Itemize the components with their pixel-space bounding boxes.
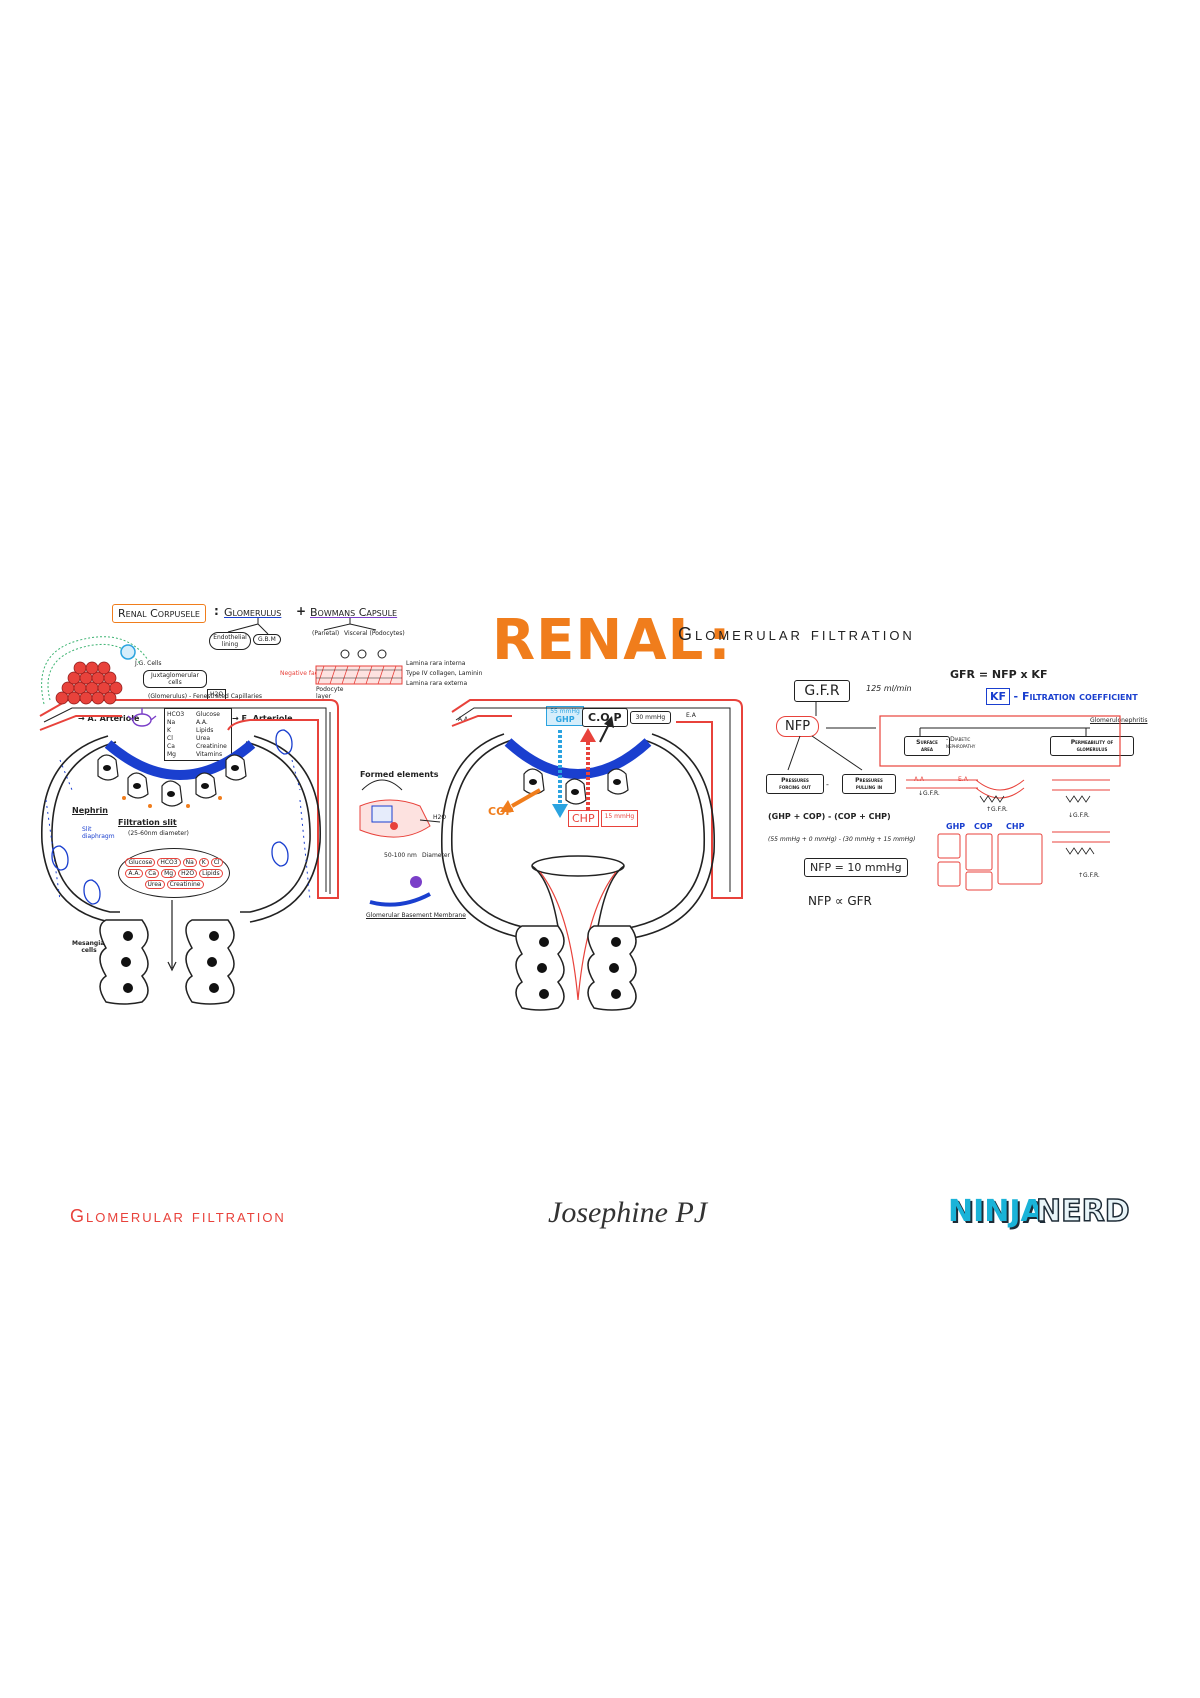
up-gfr-2: ↑G.F.R. [1078, 872, 1100, 879]
bowmans-label: Bowmans Capsule [310, 606, 398, 619]
jg-cells-label: J.G. Cells [135, 660, 162, 667]
endothelial-label: Endothelial [340, 668, 391, 677]
filtration-slit-label: Filtration slit [118, 818, 177, 827]
podocyte-nuclei-left [103, 765, 239, 797]
podocytes-mid [523, 768, 629, 805]
filtrate-oval: Glucose HCO3 Na K Cl A.A. Ca Mg H2O Lipi… [118, 848, 230, 898]
size-label: 50-100 nm [384, 852, 417, 859]
ghp-col-label: GHP [946, 822, 966, 831]
signature: Josephine PJ [548, 1196, 708, 1229]
up-gfr-1: ↑G.F.R. [986, 806, 1008, 813]
right-ea-1: E.A [958, 776, 968, 783]
logo-nerd: NERD [1035, 1193, 1130, 1230]
page-title: RENAL: [492, 608, 732, 673]
nephrin-label: Nephrin [72, 806, 108, 815]
mid-ea-label: E.A [686, 712, 696, 719]
down-gfr-1: ↓G.F.R. [918, 790, 940, 797]
chp-label: CHP 15 mmHg [568, 810, 639, 827]
juxtaglomerular-label: Juxtaglomerular cells [143, 670, 207, 688]
tubule-cells-mid [515, 925, 637, 1011]
header-colon: : [214, 604, 219, 618]
glom-sub-endothelial: Endothelial lining [209, 632, 251, 650]
page-subtitle: Glomerular filtration [678, 624, 915, 644]
pressure-mini-boxes [937, 833, 1043, 891]
jg-cell-halo [41, 636, 149, 705]
plus-sign: + [296, 604, 307, 618]
forcing-out-box: Pressures forcing out [766, 774, 824, 794]
formed-elements-inset [359, 779, 441, 838]
cop-col-label: COP [974, 822, 993, 831]
bowman-funnel [531, 855, 625, 941]
tubule-cells-left [99, 919, 235, 1005]
surface-area-box: Surface area [904, 736, 950, 756]
tubule-nuclei-mid [537, 937, 621, 999]
pulling-in-box: Pressures pulling in [842, 774, 896, 794]
nfp-box: NFP [776, 716, 820, 737]
e-arteriole-label: → E. Arteriole [232, 714, 293, 723]
renal-corpuscle-label: Renal Corpusele [112, 604, 206, 623]
gfr-value: 125 ml/min [866, 684, 912, 693]
podocyte-layer-label: Podocyte layer [316, 686, 344, 700]
gfr-formula: GFR = NFP x KF [950, 668, 1048, 681]
permeability-box: Permeability of glomerulus [1050, 736, 1134, 756]
gbm-inset [369, 892, 431, 907]
podocyte-nuclei-mid [529, 779, 621, 795]
nfp-result: NFP = 10 mmHg [804, 858, 908, 877]
podocyte-spikes [979, 795, 1095, 855]
footer-title: Glomerular filtration [70, 1206, 286, 1226]
gfr-box: G.F.R [794, 680, 850, 702]
diabetic-label: - Diabetic nephropathy [946, 736, 976, 750]
slit-diaphragm-label: Slit diaphragm [82, 826, 115, 840]
lamina-interna-label: Lamina rara interna [406, 660, 466, 667]
mid-vessel-inner [455, 707, 731, 892]
ghp-label: 55 mmHg GHP [546, 706, 584, 726]
cop-label: C.O.P 30 mmHg [582, 708, 672, 727]
cop-arrow [511, 788, 541, 808]
bowman-sub-visceral: Visceral (Podocytes) [344, 630, 405, 637]
mid-vessels [451, 699, 743, 899]
tubule-nuclei-left [121, 931, 219, 993]
gbm-label: Glomerular Basement Membrane [366, 912, 466, 919]
glomerulonephritis-label: Glomerulonephritis [1090, 717, 1148, 724]
kf-label: KF - Filtration coefficient [986, 688, 1138, 705]
nfp-equation-1: (GHP + COP) - (COP + CHP) [768, 812, 891, 821]
endothelial-inset [315, 649, 403, 685]
lamina-collagen-label: Type IV collagen, Laminin [406, 670, 483, 677]
glomerulus-label: Glomerulus [224, 606, 282, 619]
bowman-capsule-mid [440, 733, 716, 941]
fenestrated-label: (Glomerulus) - Fenestrated Capillaries [148, 693, 263, 700]
a-arteriole-label: → A. Arteriole [78, 714, 140, 723]
nfp-equation-2: (55 mmHg + 0 mmHg) - (30 mmHg + 15 mmHg) [768, 836, 916, 843]
diameter-label: Diameter [422, 852, 451, 859]
minus-sign: - [826, 780, 829, 789]
jg-marker [120, 644, 136, 660]
filtration-particles [122, 796, 222, 808]
lamina-externa-label: Lamina rara externa [406, 680, 468, 687]
right-aa-1: A.A [914, 776, 925, 783]
podocytes-left [97, 754, 247, 807]
glom-sub-gbm: G.B.M [253, 634, 281, 645]
cop-short-label: COP [488, 805, 514, 818]
funnel-red [539, 871, 617, 1001]
mid-aa-label: A.A [458, 716, 469, 723]
logo-ninja: NINJA [948, 1194, 1044, 1229]
gbm-arc-mid [504, 738, 652, 779]
nfp-gfr-proportional: NFP ∝ GFR [808, 894, 872, 908]
jg-cells [55, 661, 123, 705]
h2o-inset-label: H2O [433, 814, 447, 821]
slit-size-label: (25-60nm diameter) [128, 830, 189, 837]
chp-col-label: CHP [1006, 822, 1025, 831]
down-gfr-2: ↓G.F.R. [1068, 812, 1090, 819]
gbm-inset-particle [410, 876, 422, 888]
formed-elements-label: Formed elements [360, 770, 439, 779]
bowman-sub-parietal: (Parietal) [312, 630, 340, 637]
mesangial-label: Mesangial cells [72, 940, 107, 954]
h2o-box: H2O [207, 689, 227, 700]
negative-factor-label: Negative factor [280, 670, 327, 677]
